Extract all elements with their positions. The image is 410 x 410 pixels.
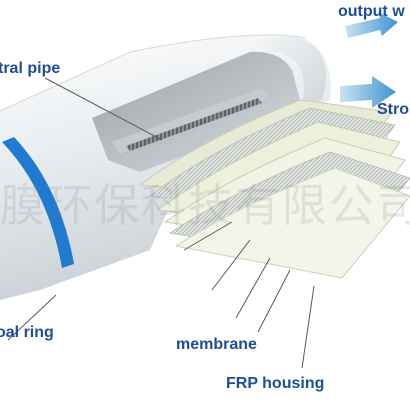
flow-arrow — [340, 76, 396, 108]
label-strong: Stro — [377, 101, 409, 118]
leader-lines — [7, 77, 315, 369]
label-membrane: membrane — [176, 336, 257, 353]
central-pipe — [112, 88, 270, 154]
end-cap — [255, 36, 327, 110]
label-central-pipe: tral pipe — [0, 60, 61, 77]
watermark-text: 膜环保科技有限公司 — [0, 179, 410, 232]
seal-ring-band — [2, 137, 74, 268]
membrane-layers — [138, 99, 410, 279]
label-frp-housing: FRP housing — [226, 375, 325, 392]
label-seal-ring: oal ring — [0, 324, 54, 341]
label-output-water: output w — [338, 3, 405, 20]
output-arrow — [345, 12, 398, 38]
